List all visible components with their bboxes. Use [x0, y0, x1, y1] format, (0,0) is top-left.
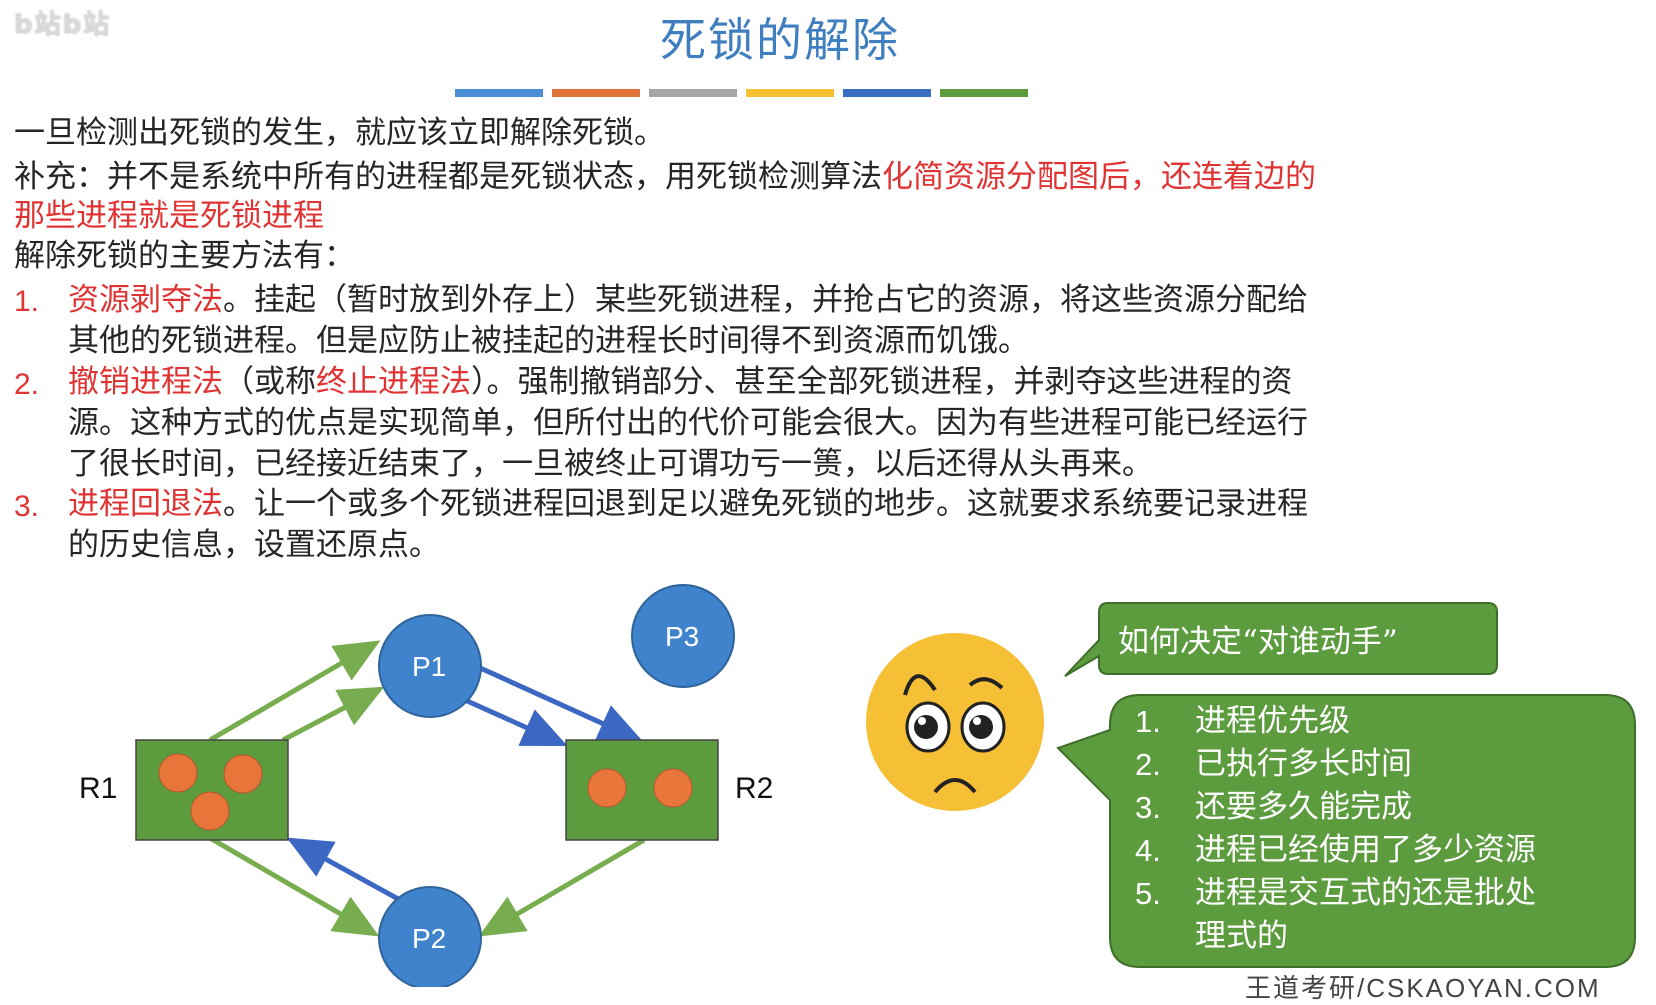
edge-r1-p1-a [208, 640, 381, 743]
resource-r1-label: R1 [79, 772, 117, 805]
criteria-bubble [1056, 694, 1636, 968]
method-2-name: 撤销进程法 [68, 364, 223, 400]
criteria-text: 进程已经使用了多少资源 [1195, 832, 1536, 868]
slide-title: 死锁的解除 [660, 13, 900, 67]
criteria-text: 理式的 [1195, 918, 1288, 954]
question-bubble [1064, 602, 1498, 677]
criteria-text: 已执行多长时间 [1195, 746, 1412, 782]
method-2-number: 2. [14, 368, 40, 401]
method-3-line2: 的历史信息，设置还原点。 [68, 527, 440, 563]
method-1: 资源剥夺法。挂起（暂时放到外存上）某些死锁进程，并抢占它的资源，将这些资源分配给… [68, 280, 1528, 362]
question-bubble-text: 如何决定“对谁动手” [1118, 624, 1398, 660]
method-3-number: 3. [14, 490, 40, 523]
edge-r2-p2 [478, 837, 646, 937]
criteria-num: 4. [1135, 833, 1161, 868]
process-p2-label: P2 [412, 923, 446, 954]
edge-p1-r2-b [463, 697, 568, 747]
method-2-mid: （或称 [223, 364, 316, 400]
paragraph-methods-intro: 解除死锁的主要方法有： [14, 238, 355, 274]
bar-darkblue [843, 89, 931, 97]
edge-r1-p1-b [281, 686, 385, 743]
criteria-item: 5. 进程是交互式的还是批处 [1135, 872, 1536, 915]
paragraph-detect: 一旦检测出死锁的发生，就应该立即解除死锁。 [14, 115, 665, 151]
title-underline-bars [455, 89, 1028, 97]
edge-r1-p2 [208, 835, 380, 937]
criteria-num: 3. [1135, 790, 1161, 825]
resource-r2-instance [587, 768, 627, 808]
supplement-text: 补充：并不是系统中所有的进程都是死锁状态，用死锁检测算法 [14, 159, 882, 195]
method-2-line3: 了很长时间，已经接近结束了，一旦被终止可谓功亏一篑，以后还得从头再来。 [68, 446, 1153, 482]
process-p1-label: P1 [412, 651, 446, 682]
criteria-item: 1. 进程优先级 [1135, 700, 1536, 743]
method-1-line2: 其他的死锁进程。但是应防止被挂起的进程长时间得不到资源而饥饿。 [68, 323, 1029, 359]
bar-gray [649, 89, 737, 97]
method-2-line2: 源。这种方式的优点是实现简单，但所付出的代价可能会很大。因为有些进程可能已经运行 [68, 405, 1308, 441]
resource-r2-label: R2 [735, 772, 773, 805]
resource-r1-instance [190, 791, 230, 831]
worried-face-icon [866, 633, 1044, 811]
supplement-highlight: 化简资源分配图后，还连着边的 [882, 159, 1316, 195]
criteria-text: 进程优先级 [1195, 703, 1350, 739]
resource-r1-instance [158, 753, 198, 793]
process-p1 [378, 614, 482, 718]
resource-r1-instance [223, 754, 263, 794]
bar-green [940, 89, 1028, 97]
paragraph-supplement: 补充：并不是系统中所有的进程都是死锁状态，用死锁检测算法化简资源分配图后，还连着… [14, 157, 1534, 197]
edge-p1-r2-a [476, 664, 644, 743]
criteria-item: 3. 还要多久能完成 [1135, 786, 1536, 829]
edge-p2-r1 [286, 837, 402, 903]
criteria-num: 1. [1135, 704, 1161, 739]
criteria-item: 4. 进程已经使用了多少资源 [1135, 829, 1536, 872]
watermark-logo: b站b站 [14, 10, 112, 40]
bar-orange [552, 89, 640, 97]
supplement-highlight-cont: 那些进程就是死锁进程 [14, 198, 324, 234]
criteria-num: 5. [1135, 876, 1161, 911]
method-1-line1: 。挂起（暂时放到外存上）某些死锁进程，并抢占它的资源，将这些资源分配给 [223, 282, 1308, 318]
method-2-line1: ）。强制撤销部分、甚至全部死锁进程，并剥夺这些进程的资 [471, 364, 1293, 400]
method-3-name: 进程回退法 [68, 486, 223, 522]
resource-r2-instance [653, 768, 693, 808]
process-p3-label: P3 [665, 621, 699, 652]
method-2-alt-name: 终止进程法 [316, 364, 471, 400]
bar-yellow [746, 89, 834, 97]
criteria-text: 进程是交互式的还是批处 [1195, 875, 1536, 911]
method-2: 撤销进程法（或称终止进程法）。强制撤销部分、甚至全部死锁进程，并剥夺这些进程的资… [68, 362, 1528, 485]
criteria-list: 1. 进程优先级 2. 已执行多长时间 3. 还要多久能完成 4. 进程已经使用了多少资… [1135, 700, 1536, 958]
method-1-name: 资源剥夺法 [68, 282, 223, 318]
criteria-text: 还要多久能完成 [1195, 789, 1412, 825]
method-1-number: 1. [14, 285, 40, 318]
criteria-item-cont: 理式的 [1135, 915, 1536, 958]
method-3: 进程回退法。让一个或多个死锁进程回退到足以避免死锁的地步。这就要求系统要记录进程… [68, 484, 1528, 566]
criteria-item: 2. 已执行多长时间 [1135, 743, 1536, 786]
process-p2 [378, 886, 482, 987]
criteria-num: 2. [1135, 747, 1161, 782]
bar-blue [455, 89, 543, 97]
process-p3 [631, 584, 735, 688]
method-3-line1: 。让一个或多个死锁进程回退到足以避免死锁的地步。这就要求系统要记录进程 [223, 486, 1308, 522]
